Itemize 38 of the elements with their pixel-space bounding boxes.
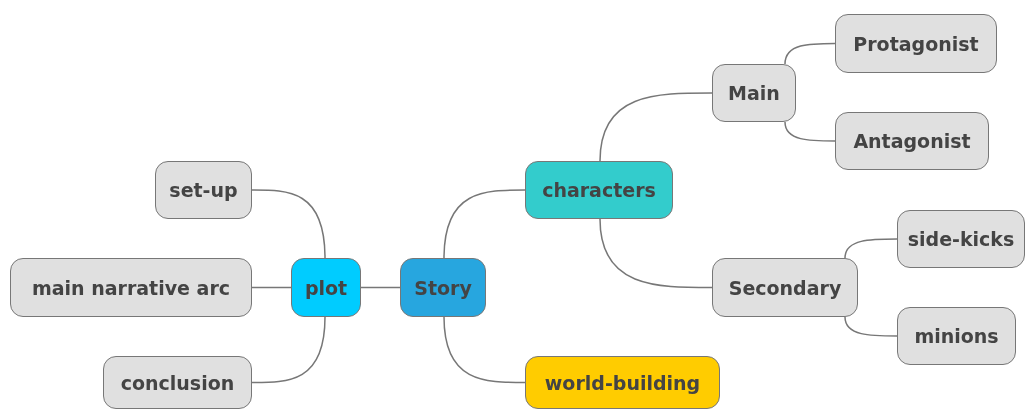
topic-label: minions (914, 325, 999, 347)
topic-label: Story (414, 276, 472, 299)
connector-line (251, 316, 326, 384)
topic-label: Antagonist (853, 130, 971, 152)
topic-box (897, 307, 1016, 365)
connector-line (443, 316, 526, 384)
topic-label: world-building (544, 371, 701, 394)
connector-line (251, 189, 326, 259)
connector-line (360, 286, 401, 289)
topic-box (291, 258, 361, 317)
topic-label: Main (728, 82, 780, 104)
topic-label: Secondary (728, 276, 842, 299)
connector-line (844, 238, 898, 259)
topic-label: Protagonist (853, 32, 979, 55)
topic-label: side-kicks (907, 228, 1015, 250)
connector-line (443, 189, 526, 259)
topic-box (10, 258, 252, 317)
connector-line (844, 316, 898, 337)
topic-label: set-up (169, 179, 238, 201)
topic-label: conclusion (120, 371, 235, 394)
topic-box (525, 161, 673, 219)
topic-box (525, 356, 720, 409)
topic-box (712, 258, 858, 317)
connector-line (784, 42, 836, 65)
connector-line (784, 121, 836, 142)
topic-box (400, 258, 486, 317)
topic-label: characters (542, 179, 656, 201)
topic-box (155, 161, 252, 219)
connector-line (251, 286, 292, 289)
topic-label: plot (304, 276, 348, 299)
connector-line (599, 92, 713, 162)
topic-box (835, 14, 997, 73)
connector-line (599, 218, 713, 289)
topic-box (897, 210, 1025, 268)
topic-label: main narrative arc (31, 276, 231, 299)
topic-box (712, 64, 796, 122)
topic-box (103, 356, 252, 409)
topic-box (835, 112, 989, 170)
